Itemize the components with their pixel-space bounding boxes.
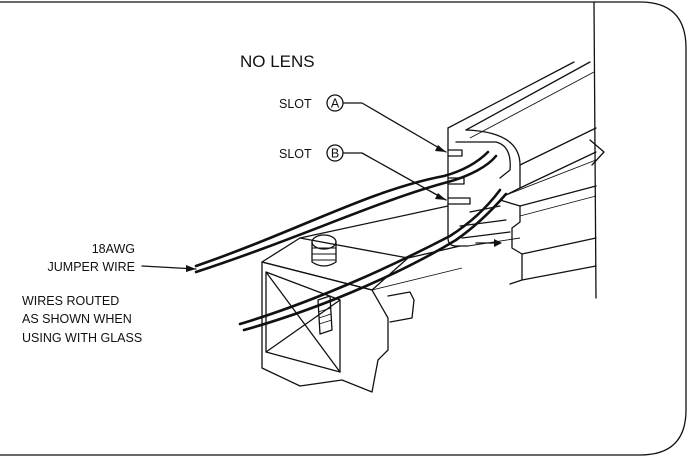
note-line-2: AS SHOWN WHEN bbox=[22, 312, 132, 326]
note-line-1: WIRES ROUTED bbox=[22, 294, 119, 308]
wire-gauge-label: 18AWG bbox=[92, 242, 135, 256]
slot-b-label: SLOT bbox=[279, 147, 312, 161]
slot-b-marker bbox=[326, 144, 344, 162]
slot-a-marker bbox=[326, 94, 344, 112]
slot-a-label: SLOT bbox=[279, 97, 312, 111]
diagram-title: NO LENS bbox=[240, 52, 315, 71]
mounting-bracket bbox=[261, 205, 463, 393]
note-line-3: USING WITH GLASS bbox=[22, 331, 142, 345]
jumper-wire-label: JUMPER WIRE bbox=[48, 260, 136, 274]
jumper-wires bbox=[194, 150, 508, 332]
slot-a-letter: A bbox=[331, 97, 340, 111]
slot-b-letter: B bbox=[331, 147, 339, 161]
mounting-wall bbox=[589, 1, 605, 299]
callout-leaders bbox=[141, 102, 502, 272]
